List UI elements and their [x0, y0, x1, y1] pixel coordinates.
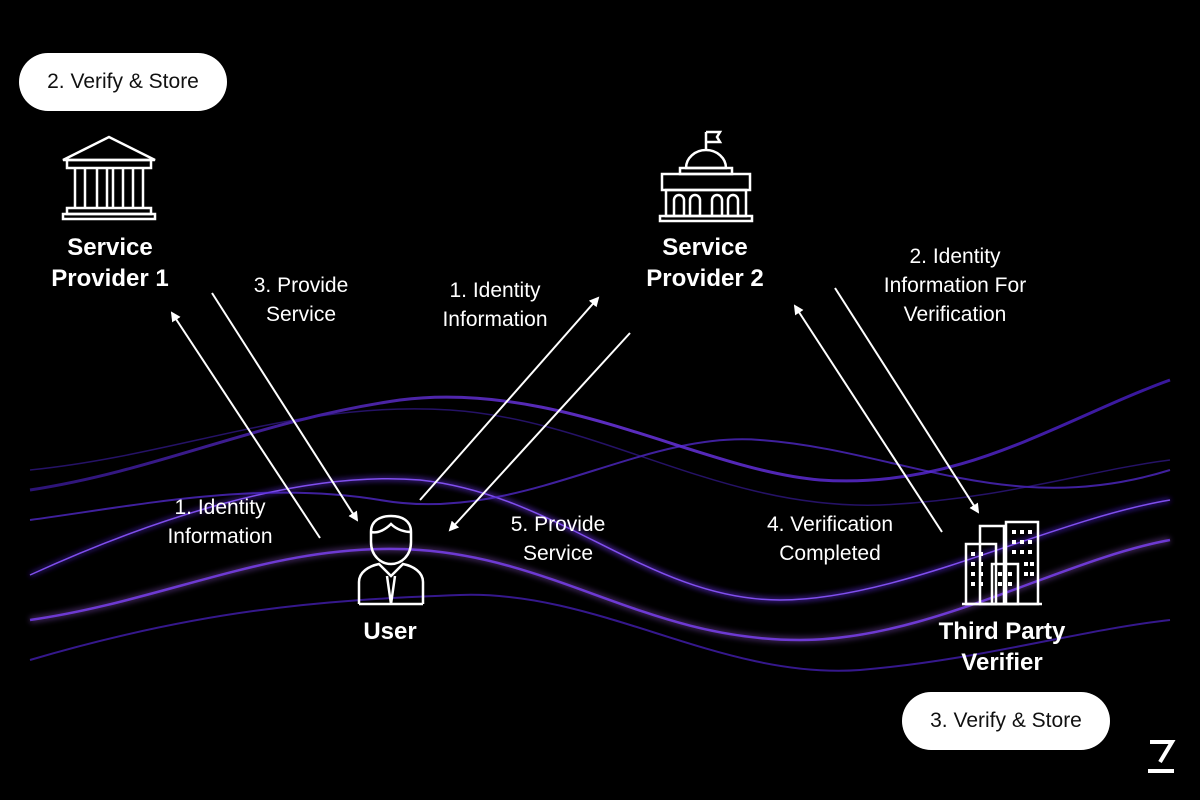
- edge-label-line: 1. Identity: [449, 279, 541, 302]
- node-label-line: Provider 1: [51, 265, 169, 292]
- edge-label-line: 2. Identity: [909, 245, 1001, 268]
- edge-label-line: Service: [265, 303, 337, 326]
- edge-label-line: Verification: [903, 303, 1007, 326]
- edge-label-line: Completed: [779, 542, 881, 565]
- edge-label-verifier-to-sp2: 4. Verification Completed: [740, 510, 920, 568]
- arrow-user-to-sp2: [419, 296, 600, 501]
- background-waves: [29, 378, 1171, 672]
- verifier-verify-store-note: 3. Verify & Store: [902, 692, 1110, 750]
- edge-label-line: Information For: [883, 274, 1027, 297]
- node-service-provider-1: Service Provider 1: [30, 232, 190, 294]
- edge-label-line: Information: [442, 308, 548, 331]
- government-building-icon: [658, 130, 754, 223]
- arrow-sp1-to-user: [211, 292, 359, 522]
- node-third-party-verifier: Third Party Verifier: [912, 616, 1092, 678]
- edge-label-user-to-sp1: 1. Identity Information: [140, 493, 300, 551]
- node-user: User: [330, 616, 450, 647]
- node-label-line: Provider 2: [646, 265, 764, 292]
- edge-label-line: 5. Provide: [510, 513, 606, 536]
- edge-label-sp1-to-user: 3. Provide Service: [226, 271, 376, 329]
- brand-logo-icon: [1148, 740, 1176, 773]
- node-label-line: Verifier: [961, 649, 1043, 676]
- sp1-verify-store-note: 2. Verify & Store: [19, 53, 227, 111]
- edge-label-line: Information: [167, 525, 273, 548]
- edge-label-line: 3. Provide: [253, 274, 349, 297]
- arrow-user-to-sp1: [170, 311, 321, 539]
- node-label-line: User: [363, 618, 417, 645]
- node-label-line: Service: [67, 234, 153, 261]
- user-icon: [357, 514, 425, 606]
- arrow-verifier-to-sp2: [793, 304, 943, 533]
- edge-label-sp2-to-user: 5. Provide Service: [483, 510, 633, 568]
- edge-label-sp2-to-verifier: 2. Identity Information For Verification: [860, 242, 1050, 329]
- edge-label-line: Service: [522, 542, 594, 565]
- node-label-line: Service: [662, 234, 748, 261]
- edge-label-line: 1. Identity: [174, 496, 266, 519]
- edge-label-user-to-sp2: 1. Identity Information: [415, 276, 575, 334]
- bank-icon: [61, 135, 157, 221]
- arrow-sp2-to-user: [448, 332, 631, 532]
- arrow-sp2-to-verifier: [834, 287, 980, 514]
- edge-label-line: 4. Verification: [766, 513, 894, 536]
- node-label-line: Third Party: [938, 618, 1066, 645]
- arrows: [170, 287, 980, 539]
- node-service-provider-2: Service Provider 2: [625, 232, 785, 294]
- office-buildings-icon: [962, 520, 1042, 606]
